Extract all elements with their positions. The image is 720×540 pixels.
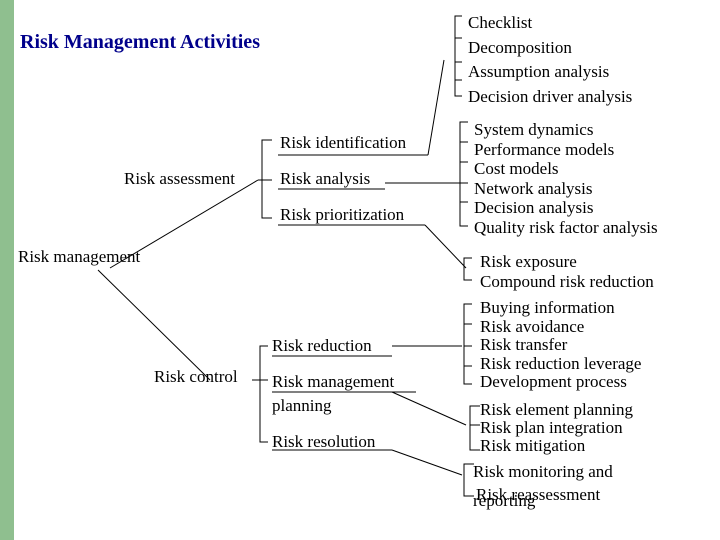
technique-risk-monitoring: Risk monitoring and	[473, 462, 613, 481]
step-risk-management-planning-line1: Risk management	[272, 372, 395, 391]
node-risk-control: Risk control	[154, 367, 238, 386]
technique-item: Risk mitigation	[480, 436, 586, 455]
bracket-planning-list	[469, 405, 480, 451]
technique-item: Quality risk factor analysis	[474, 217, 658, 237]
slide-title: Risk Management Activities	[20, 31, 260, 53]
technique-item: Risk reduction leverage	[480, 353, 642, 373]
technique-item: Decision analysis	[474, 198, 594, 217]
technique-item: Performance models	[474, 139, 615, 159]
bracket-assessment	[261, 139, 272, 219]
bracket-analysis-list	[459, 121, 468, 227]
techniques-identification: Checklist Decomposition Assumption analy…	[468, 11, 632, 109]
step-risk-analysis: Risk analysis	[280, 169, 371, 188]
connector-root-control	[97, 269, 211, 381]
technique-item: Buying information	[480, 298, 615, 317]
step-risk-identification: Risk identification	[280, 133, 407, 152]
technique-item: Risk transfer	[480, 335, 568, 354]
node-risk-management: Risk management	[18, 247, 141, 266]
technique-reporting: reporting	[473, 491, 536, 510]
connector-planning	[391, 391, 467, 426]
technique-item: Risk plan integration	[480, 418, 623, 437]
technique-item: Risk avoidance	[480, 316, 585, 336]
techniques-analysis: System dynamics Performance models Cost …	[474, 120, 658, 237]
technique-item: Decomposition	[468, 37, 572, 57]
bracket-resolution-list	[463, 463, 474, 497]
technique-item: Network analysis	[474, 178, 593, 198]
step-risk-prioritization: Risk prioritization	[280, 205, 405, 224]
techniques-reduction: Buying information Risk avoidance Risk t…	[480, 298, 642, 392]
step-risk-reduction: Risk reduction	[272, 336, 372, 355]
technique-item: System dynamics	[474, 120, 594, 139]
connector-prioritization	[424, 224, 467, 269]
technique-item: Cost models	[474, 159, 559, 178]
technique-risk-reassessment: Risk reassessment	[476, 485, 601, 504]
node-risk-assessment: Risk assessment	[124, 169, 235, 188]
bracket-reduction-list	[463, 303, 472, 385]
technique-item: Assumption analysis	[468, 62, 610, 81]
technique-item: Decision driver analysis	[468, 86, 633, 106]
bracket-identification-list	[454, 15, 462, 97]
step-risk-management-planning-line2: planning	[272, 396, 332, 415]
technique-item: Checklist	[468, 13, 533, 32]
technique-item: Risk exposure	[480, 252, 577, 271]
bracket-control	[259, 345, 268, 443]
connector-root-assessment	[109, 179, 259, 269]
technique-item: Development process	[480, 372, 627, 391]
technique-item: Compound risk reduction	[480, 272, 654, 291]
techniques-prioritization: Risk exposure Compound risk reduction	[480, 252, 654, 292]
step-risk-resolution: Risk resolution	[272, 432, 376, 451]
techniques-planning: Risk element planning Risk plan integrat…	[480, 401, 633, 455]
connector-identification	[427, 59, 445, 156]
slide-accent-bar	[0, 0, 14, 540]
bracket-prioritization-list	[463, 257, 472, 281]
connector-resolution	[391, 449, 463, 476]
technique-item: Risk element planning	[480, 400, 633, 419]
